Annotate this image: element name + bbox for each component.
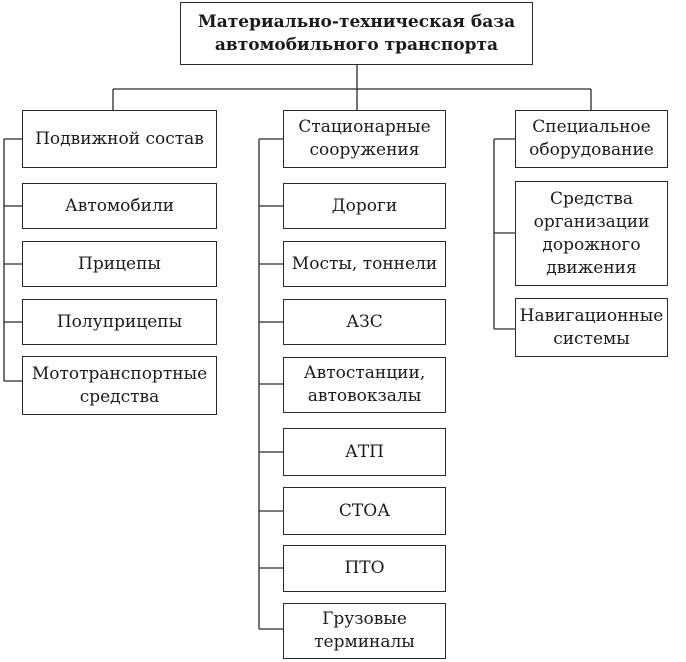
- col1-item-text: Прицепы: [78, 253, 161, 274]
- root-box: Материально-техническая база автомобильн…: [180, 2, 533, 65]
- col2-item-text: Дороги: [331, 195, 398, 216]
- col1-heading-text: Подвижной состав: [35, 128, 204, 149]
- col3-heading-text: Специальное оборудование: [529, 117, 654, 160]
- col1-item-box: Автомобили: [22, 183, 217, 229]
- col1-heading-box: Подвижной состав: [22, 110, 217, 168]
- col2-item-text: Грузовые терминалы: [314, 609, 415, 652]
- col3-item-text: Навигационные системы: [519, 305, 664, 349]
- col2-heading-box: Стационарные сооружения: [283, 110, 446, 168]
- col2-item-text: Мосты, тоннели: [291, 253, 438, 274]
- col1-item-box: Мототранспортные средства: [22, 356, 217, 415]
- col1-item-text: Мототранспортные средства: [31, 363, 208, 407]
- col2-item-text: ПТО: [344, 558, 385, 578]
- col2-item-box: Автостанции, автовокзалы: [283, 357, 446, 413]
- col2-heading-text: Стационарные сооружения: [298, 117, 431, 160]
- col2-item-text: АЗС: [346, 311, 383, 332]
- col2-item-text: Автостанции, автовокзалы: [303, 363, 426, 406]
- col3-item-text: Средства организации дорожного движения: [533, 188, 650, 278]
- root-title: Материально-техническая база автомобильн…: [197, 11, 516, 55]
- col2-item-box: Грузовые терминалы: [283, 603, 446, 659]
- col2-item-box: Мосты, тоннели: [283, 241, 446, 287]
- col3-item-box: Навигационные системы: [515, 298, 668, 357]
- col2-item-box: АТП: [283, 428, 446, 476]
- col2-item-box: СТОА: [283, 487, 446, 535]
- col3-item-box: Средства организации дорожного движения: [515, 181, 668, 286]
- col3-heading-box: Специальное оборудование: [515, 110, 668, 168]
- col2-item-box: ПТО: [283, 545, 446, 592]
- col1-item-box: Полуприцепы: [22, 299, 217, 345]
- col1-item-box: Прицепы: [22, 241, 217, 287]
- col2-item-text: СТОА: [338, 500, 391, 521]
- col2-item-box: АЗС: [283, 299, 446, 345]
- col2-item-box: Дороги: [283, 183, 446, 229]
- col1-item-text: Автомобили: [64, 195, 175, 216]
- col2-item-text: АТП: [344, 441, 385, 462]
- col1-item-text: Полуприцепы: [56, 311, 183, 332]
